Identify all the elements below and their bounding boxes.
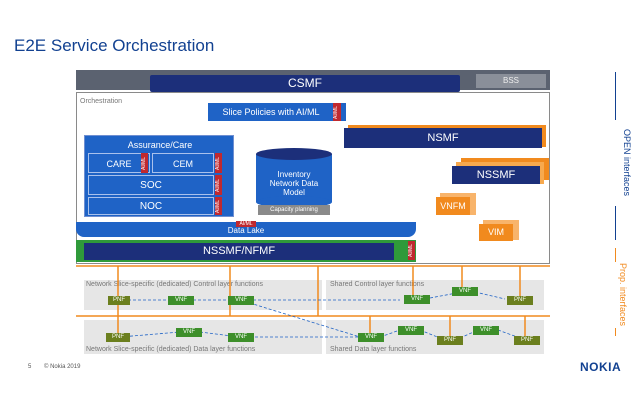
vnfm-label: VNFM [440, 201, 466, 211]
bss-label: BSS [502, 76, 519, 85]
vim-label: VIM [487, 227, 504, 237]
vnf-node[interactable]: VNF [176, 328, 202, 337]
open-interfaces-label: OPEN interfaces [598, 120, 632, 206]
shared-data-label: Shared Data layer functions [330, 346, 417, 353]
vnf-node[interactable]: VNF [473, 326, 499, 335]
prop-interfaces-label: Prop. interfaces [602, 262, 628, 328]
shared-control-area [326, 280, 544, 310]
soc-label: SOC [140, 180, 162, 191]
nssmf-label: NSSMF [476, 169, 516, 181]
ns-control-label: Network Slice-specific (dedicated) Contr… [86, 281, 264, 288]
care-box[interactable]: CARE [88, 153, 150, 173]
copyright: © Nokia 2019 [44, 364, 81, 370]
pnf-node[interactable]: PNF [106, 333, 130, 342]
shared-control-label: Shared Control layer functions [330, 281, 425, 288]
vnf-node[interactable]: VNF [404, 295, 430, 304]
csmf-bar[interactable]: CSMF [150, 75, 460, 92]
ns-control-area [84, 280, 322, 310]
nssmf-nfmf-label: NSSMF/NFMF [202, 245, 276, 257]
capacity-planning-label: Capacity planning [270, 207, 318, 213]
assurance-title: Assurance/Care [127, 140, 193, 150]
pnf-node[interactable]: PNF [514, 336, 540, 345]
orchestration-label: Orchestration [80, 98, 123, 105]
nssmf-bar[interactable]: NSSMF [452, 166, 540, 184]
inventory-label: Inventory Network Data Model [269, 170, 319, 197]
aiml-tag-datalake: AI/ML [236, 221, 256, 227]
ns-data-label: Network Slice-specific (dedicated) Data … [86, 346, 256, 353]
nssmf-nfmf-bar[interactable]: NSSMF/NFMF [84, 243, 394, 260]
inventory-cylinder[interactable] [254, 146, 334, 208]
capacity-planning-box[interactable]: Capacity planning [258, 205, 330, 215]
vnf-node[interactable]: VNF [398, 326, 424, 335]
vnf-node[interactable]: VNF [168, 296, 194, 305]
slice-policies-label: Slice Policies with AI/ML [222, 107, 320, 117]
cem-box[interactable]: CEM [152, 153, 214, 173]
vnf-node[interactable]: VNF [228, 333, 254, 342]
csmf-label: CSMF [288, 76, 322, 90]
soc-box[interactable]: SOC [88, 175, 214, 195]
vnf-node[interactable]: VNF [452, 287, 478, 296]
pnf-node[interactable]: PNF [108, 296, 130, 305]
cem-label: CEM [173, 159, 193, 169]
noc-label: NOC [139, 201, 163, 212]
datalake-label: Data Lake [227, 226, 265, 235]
vnf-node[interactable]: VNF [358, 333, 384, 342]
pnf-node[interactable]: PNF [437, 336, 463, 345]
datalake-bar[interactable]: Data Lake [76, 222, 416, 237]
page-number: 5 [28, 364, 32, 370]
bss-box[interactable]: BSS [476, 74, 546, 88]
vnf-node[interactable]: VNF [228, 296, 254, 305]
vim-box[interactable]: VIM [479, 224, 513, 241]
nsmf-label: NSMF [427, 132, 459, 144]
vnfm-box[interactable]: VNFM [436, 197, 470, 215]
nsmf-bar[interactable]: NSMF [344, 128, 542, 148]
nokia-logo: NOKIA [580, 360, 622, 374]
pnf-node[interactable]: PNF [507, 296, 533, 305]
care-label: CARE [106, 159, 132, 169]
noc-box[interactable]: NOC [88, 197, 214, 215]
slice-policies-box[interactable]: Slice Policies with AI/ML [208, 103, 346, 121]
page-title: E2E Service Orchestration [14, 36, 215, 55]
